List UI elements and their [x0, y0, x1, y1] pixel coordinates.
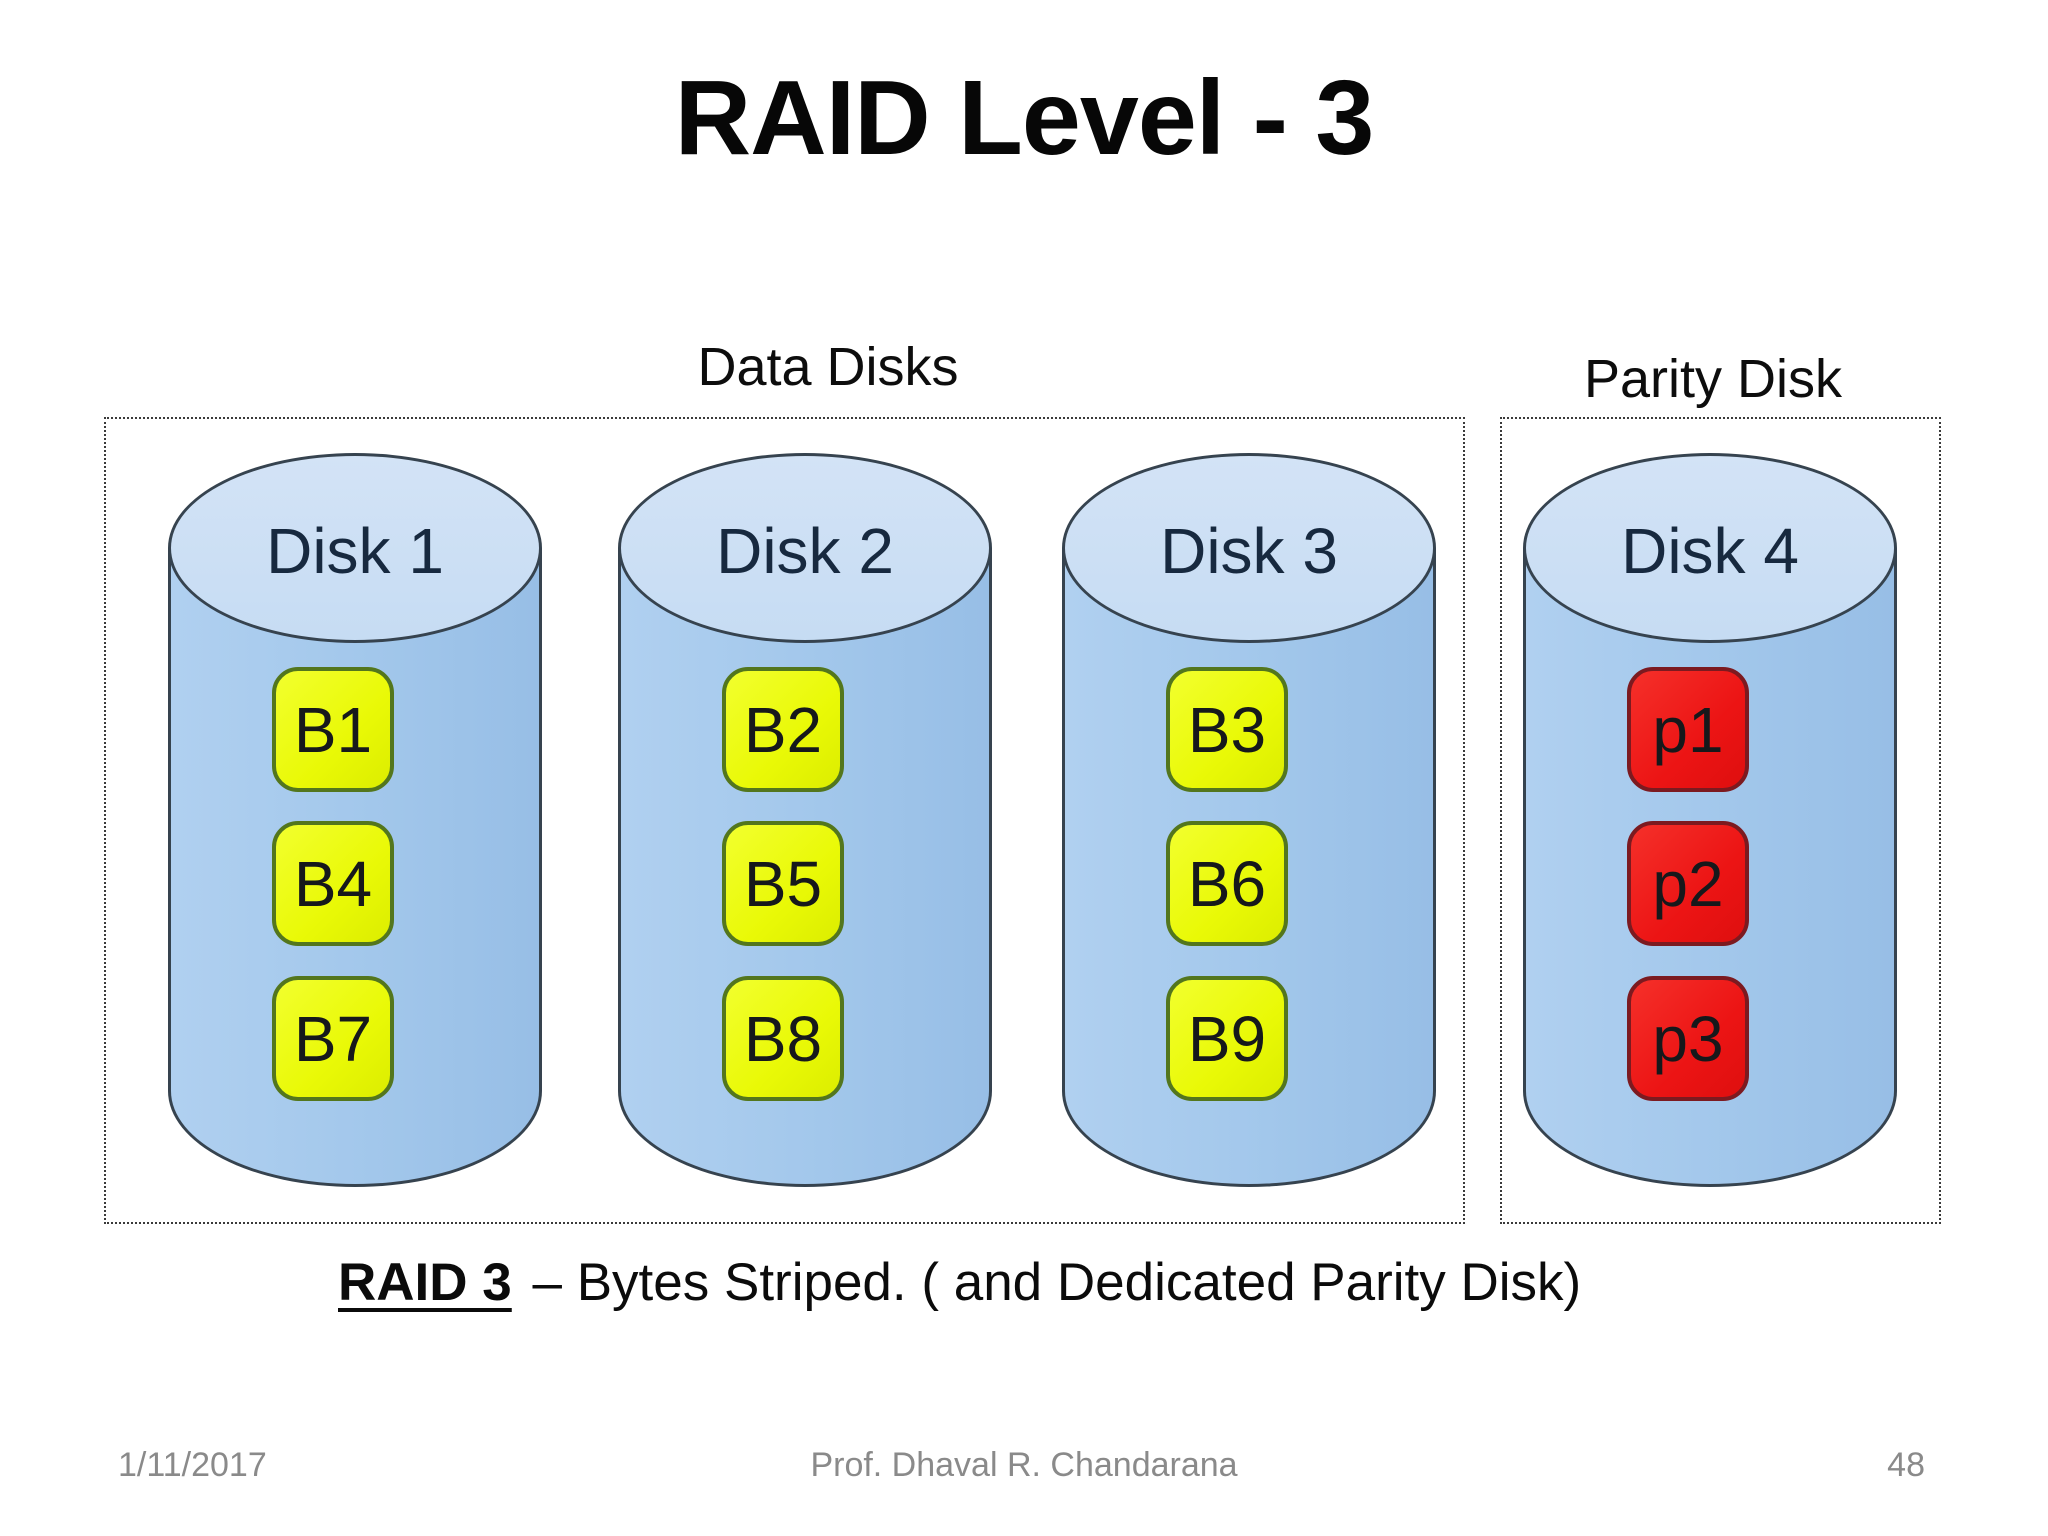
caption-description: – Bytes Striped. ( and Dedicated Parity …: [532, 1253, 1582, 1312]
data-block: B4: [272, 821, 394, 946]
data-disks-dashed-box: [104, 417, 1465, 1224]
parity-disk-dashed-box: [1500, 417, 1941, 1224]
footer-author: Prof. Dhaval R. Chandarana: [810, 1446, 1238, 1484]
parity-block: p3: [1627, 976, 1749, 1101]
footer-page-number: 48: [1887, 1446, 1925, 1484]
data-block: B7: [272, 976, 394, 1101]
caption: RAID 3 – Bytes Striped. ( and Dedicated …: [338, 1252, 1581, 1313]
caption-raid-term: RAID 3: [338, 1253, 512, 1312]
parity-disk-group-label: Parity Disk: [1583, 349, 1843, 409]
disk-1-cylinder: B1 B4 B7 Disk 1: [168, 453, 548, 1190]
data-block: B8: [722, 976, 844, 1101]
data-block: B6: [1166, 821, 1288, 946]
disk-3-cylinder-top: Disk 3: [1062, 453, 1436, 643]
disk-1-label: Disk 1: [266, 515, 444, 587]
disk-2-label: Disk 2: [716, 515, 894, 587]
disk-2-cylinder: B2 B5 B8 Disk 2: [618, 453, 998, 1190]
disk-4-cylinder: p1 p2 p3 Disk 4: [1523, 453, 1903, 1190]
parity-block: p1: [1627, 667, 1749, 792]
disk-4-label: Disk 4: [1621, 515, 1799, 587]
disk-2-cylinder-top: Disk 2: [618, 453, 992, 643]
data-disks-group-label: Data Disks: [697, 337, 959, 397]
data-block: B5: [722, 821, 844, 946]
footer-date: 1/11/2017: [118, 1446, 267, 1484]
parity-block: p2: [1627, 821, 1749, 946]
disk-4-cylinder-top: Disk 4: [1523, 453, 1897, 643]
data-block: B1: [272, 667, 394, 792]
page-title: RAID Level - 3: [674, 59, 1375, 177]
disk-1-cylinder-top: Disk 1: [168, 453, 542, 643]
data-block: B2: [722, 667, 844, 792]
data-block: B3: [1166, 667, 1288, 792]
disk-3-label: Disk 3: [1160, 515, 1338, 587]
data-block: B9: [1166, 976, 1288, 1101]
disk-3-cylinder: B3 B6 B9 Disk 3: [1062, 453, 1442, 1190]
